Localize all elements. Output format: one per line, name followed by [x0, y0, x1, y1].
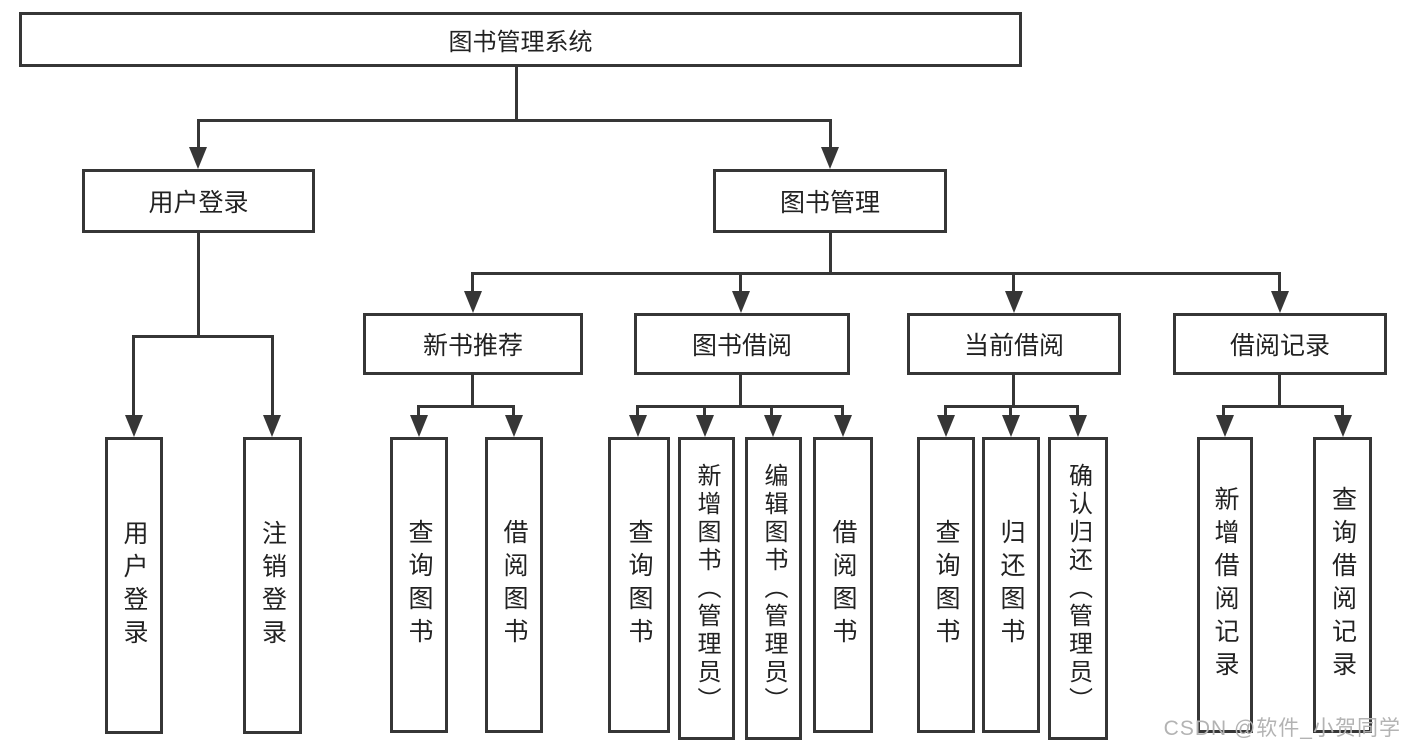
- node-edit-books-admin: 编辑图书（管理员）: [745, 437, 802, 740]
- connector-line: [1222, 405, 1344, 408]
- connector-line: [739, 374, 742, 408]
- connector-line: [636, 405, 844, 408]
- node-book-management-system: 图书管理系统: [19, 12, 1022, 67]
- node-confirm-return-admin: 确认归还（管理员）: [1048, 437, 1108, 740]
- node-user-login: 用户登录: [82, 169, 315, 233]
- arrowhead-icon: [464, 291, 482, 313]
- connector-line: [1278, 272, 1281, 296]
- connector-line: [1012, 272, 1015, 296]
- connector-line: [512, 405, 515, 420]
- node-new-book-recommend: 新书推荐: [363, 313, 583, 375]
- arrowhead-icon: [125, 415, 143, 437]
- connector-line: [417, 405, 420, 420]
- connector-line: [829, 119, 832, 154]
- connector-line: [944, 405, 947, 420]
- arrowhead-icon: [764, 415, 782, 437]
- arrowhead-icon: [505, 415, 523, 437]
- connector-line: [1341, 405, 1344, 420]
- arrowhead-icon: [821, 147, 839, 169]
- connector-line: [703, 405, 706, 420]
- connector-line: [1076, 405, 1079, 420]
- connector-line: [132, 335, 274, 338]
- arrowhead-icon: [696, 415, 714, 437]
- connector-line: [829, 231, 832, 275]
- connector-line: [471, 272, 1281, 275]
- connector-line: [1012, 374, 1015, 408]
- arrowhead-icon: [937, 415, 955, 437]
- connector-line: [132, 335, 135, 420]
- node-book-borrowing: 图书借阅: [634, 313, 850, 375]
- connector-line: [197, 119, 200, 154]
- arrowhead-icon: [1334, 415, 1352, 437]
- connector-line: [197, 231, 200, 338]
- node-return-books: 归还图书: [982, 437, 1040, 733]
- connector-line: [739, 272, 742, 296]
- connector-line: [471, 272, 474, 296]
- connector-line: [770, 405, 773, 420]
- node-borrowing-records: 借阅记录: [1173, 313, 1387, 375]
- arrowhead-icon: [1271, 291, 1289, 313]
- node-add-borrow-record: 新增借阅记录: [1197, 437, 1253, 733]
- arrowhead-icon: [1216, 415, 1234, 437]
- node-current-query-books: 查询图书: [917, 437, 975, 733]
- node-book-management: 图书管理: [713, 169, 947, 233]
- connector-line: [417, 405, 515, 408]
- arrowhead-icon: [834, 415, 852, 437]
- connector-line: [1009, 405, 1012, 420]
- node-current-borrowing: 当前借阅: [907, 313, 1121, 375]
- arrowhead-icon: [732, 291, 750, 313]
- watermark: CSDN @软件_小贺同学: [1163, 717, 1401, 740]
- arrowhead-icon: [629, 415, 647, 437]
- node-query-borrow-record: 查询借阅记录: [1313, 437, 1372, 733]
- arrowhead-icon: [1002, 415, 1020, 437]
- connector-line: [636, 405, 639, 420]
- node-borrowing-query-books: 查询图书: [608, 437, 670, 733]
- node-logout: 注销登录: [243, 437, 302, 734]
- connector-line: [841, 405, 844, 420]
- connector-line: [271, 335, 274, 420]
- node-add-books-admin: 新增图书（管理员）: [678, 437, 735, 740]
- node-borrowing-borrow-books: 借阅图书: [813, 437, 873, 733]
- arrowhead-icon: [1069, 415, 1087, 437]
- connector-line: [1278, 374, 1281, 408]
- arrowhead-icon: [410, 415, 428, 437]
- arrowhead-icon: [263, 415, 281, 437]
- node-recommend-query-books: 查询图书: [390, 437, 448, 733]
- arrowhead-icon: [189, 147, 207, 169]
- connector-line: [515, 66, 518, 122]
- node-user-login-leaf: 用户登录: [105, 437, 163, 734]
- arrowhead-icon: [1005, 291, 1023, 313]
- connector-line: [471, 374, 474, 408]
- node-recommend-borrow-books: 借阅图书: [485, 437, 543, 733]
- connector-line: [1222, 405, 1225, 420]
- connector-line: [197, 119, 832, 122]
